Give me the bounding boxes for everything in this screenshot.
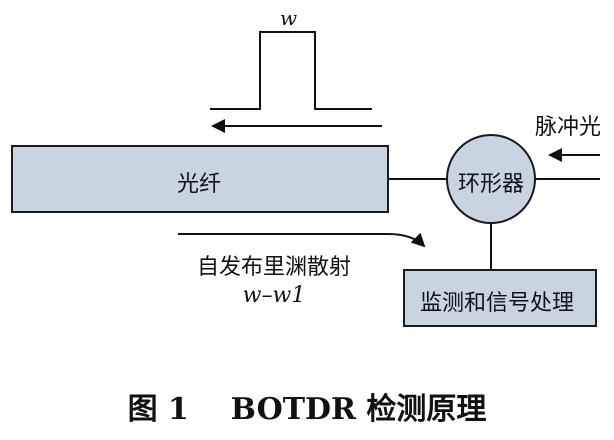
backscatter-arrow	[178, 232, 426, 248]
processor-label: 监测和信号处理	[420, 291, 575, 316]
fiber-label: 光纤	[177, 172, 222, 197]
figure-caption: 图 1 BOTDR 检测原理	[127, 392, 487, 427]
scatter-name: 自发布里渊散射	[196, 255, 351, 280]
pulse-waveform	[210, 31, 372, 110]
processor-box	[403, 269, 597, 327]
circulator-label: 环形器	[458, 172, 525, 197]
scatter-label: 自发布里渊散射 w–w1	[180, 254, 368, 310]
pulse-width-label: w	[280, 6, 298, 30]
input-pulse-label: 脉冲光	[535, 115, 602, 140]
scatter-frequency: w–w1	[242, 283, 306, 308]
